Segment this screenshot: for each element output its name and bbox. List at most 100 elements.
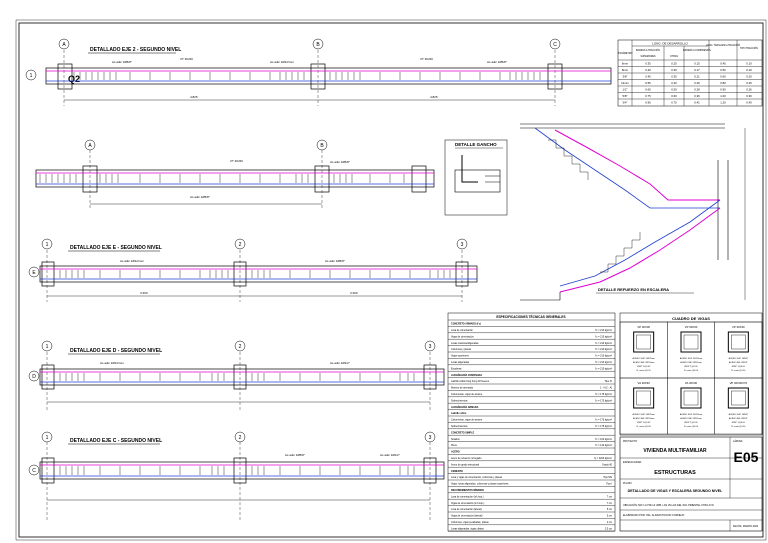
long-table-sub-tipo: TIPO TRACCIÓN (740, 47, 758, 50)
long-table-cell: 0.17 (694, 68, 700, 72)
long-table-sub-traccion: BARRAS A TRACCIÓN (636, 49, 660, 52)
beam-eje3-axis-b: B (320, 143, 324, 149)
specs-row-label: Vigas superiores (451, 355, 470, 358)
long-table-cell: 0.55 (645, 81, 651, 85)
specs-row-label: Losas aligeradas, vigas chatas (451, 527, 484, 530)
long-table-cell: 1/2" (623, 88, 628, 92)
beam-ejeE-dim1: 3.300 (140, 291, 148, 295)
long-table-cell: 0.70 (671, 101, 677, 105)
beam-ejeD-axis-3: 3 (429, 344, 432, 350)
specs-row-label: Losa de cimentación (inf./sup.) (451, 495, 484, 498)
beam-ejeC-axis-3: 3 (429, 435, 432, 441)
long-table-cell: 0.45 (720, 62, 726, 66)
specs-row-value: f'c = 175 kg/cm² (595, 425, 612, 428)
viga-section (727, 331, 749, 353)
specs-row-value: f'c = 210 kg/cm² (595, 355, 612, 358)
viga-note: R. resto @0.15 (637, 369, 652, 372)
long-table-cell: 8mm (622, 68, 629, 72)
long-table-cell: 0.10 (746, 62, 752, 66)
specs-row-value: 5 cm (607, 515, 612, 518)
beam-eje3-span: VT 30x50 (230, 159, 243, 163)
beam-ejeD-axis-2: 2 (239, 344, 242, 350)
long-table-cell: 0.26 (746, 88, 752, 92)
specs-row-label: ACERO (451, 451, 460, 454)
viga-stirrup (683, 334, 699, 350)
long-table-cell: 0.41 (694, 101, 700, 105)
tb-ubicacion: UBICACIÓN: MZ C LOTE 12 URB. LAS VILLAS … (623, 504, 714, 507)
tb-proyecto-label: PROYECTO: (623, 440, 638, 443)
specs-row-label: Vigas, losas aligeradas, columnas y plac… (451, 483, 509, 486)
beam-ejeC-label2: As adic 1Ø1/2" (380, 453, 400, 457)
beam-eje2-label2: As adic 1Ø1/2mm (270, 60, 294, 64)
long-table-cell: 0.25 (671, 62, 677, 66)
long-desarrollo-table: LONG. DE DESARROLLO BARRAS A TRACCIÓN BA… (618, 39, 763, 107)
specs-row-value: fy = 4200 kg/cm² (594, 457, 612, 460)
specs-row-label: Losa de cimentación (lateral) (451, 508, 482, 511)
tb-plano: DETALLADO DE VIGAS Y ESCALERA SEGUNDO NI… (628, 489, 724, 493)
beam-ejeD: DETALLADO EJE D - SEGUNDO NIVEL 1 2 3 D … (28, 340, 445, 410)
viga-note: R. resto @0.20 (684, 425, 699, 428)
specs-row-label: Ladrillo sólido King Kong 18 huecos (451, 380, 490, 383)
beam-eje2-span1: VT 30x50 (180, 57, 193, 61)
beam-ejeC-axis-1: 1 (46, 435, 49, 441)
beam-ejeD-label1: As adic 1Ø1/2mm (100, 361, 124, 365)
beam-ejeE: DETALLADO EJE E - SEGUNDO NIVEL 1 2 3 E … (28, 238, 478, 302)
long-table-cell: 1.00 (720, 94, 726, 98)
specs-row-label: RECUBRIMIENTOS MÍNIMOS (451, 489, 484, 492)
cuadro-title: CUADRO DE VIGAS (672, 316, 710, 321)
specs-row-label: Columnas y placas (451, 348, 472, 351)
beam-ejeE-label2: As adic 1Ø5/8" (325, 259, 345, 263)
viga-note: R. resto @0.20 (731, 425, 746, 428)
long-table-cell: 0.30 (671, 68, 677, 72)
specs-row-label: Pisos (451, 444, 458, 447)
beam-eje2-dim2: 4.825 (430, 95, 438, 99)
axis-label-b: B (316, 42, 320, 48)
specs-row-value: 1 : 4 (C : A) (600, 387, 612, 390)
long-table-cell: 0.50 (671, 88, 677, 92)
specs-row-label: CONCRETO SIMPLE (451, 431, 475, 434)
specs-row-label: Acero de refuerzo corrugado (451, 457, 482, 460)
specs-row-value: 7 cm (607, 495, 612, 498)
viga-stirrup (731, 334, 746, 350)
viga-note: Ø3/8" 1@0.05 (732, 366, 746, 368)
long-table-cell: 0.35 (671, 75, 677, 79)
specs-row-value: f'c = 210 kg/cm² (595, 342, 612, 345)
beam-eje2: DETALLADO EJE 2 - SEGUNDO NIVEL A B C 1 … (25, 38, 612, 106)
viga-section (680, 331, 702, 353)
tb-lamina: E05 (734, 449, 759, 465)
specs-row-label: Sobrecimientos (451, 399, 468, 402)
long-table-cell: 3/4" (623, 101, 628, 105)
beam-eje3: A B VT 30x50 As adic 1Ø5/8" As adic 1Ø5/… (35, 139, 435, 210)
viga-note: ACERO SUP. 2Ø5/8" (729, 413, 749, 416)
specs-row-label: CONCRETO ARMADO (f'c) (451, 323, 481, 326)
viga-name: VP 30X30 (637, 325, 650, 329)
viga-section (727, 387, 749, 409)
tb-especialidad: ESTRUCTURAS (654, 470, 696, 476)
long-table-col-diam: Ø DIÁMETRO (618, 52, 633, 55)
viga-name: VP 30X30X70 (730, 381, 748, 385)
specs-row-value: f'c = 210 kg/cm² (595, 367, 612, 370)
specs-row-label: ALBAÑILERÍA CONFINADA (451, 374, 482, 377)
tb-plano-label: PLANO: (623, 482, 632, 485)
tb-lamina-label: LÁMINA: (733, 440, 743, 443)
specs-row-value: f'c = 140 kg/cm² (595, 444, 612, 447)
long-table-cell: 5/8" (623, 94, 628, 98)
specs-row-value: 5 cm (607, 508, 612, 511)
beam-ejeE-dim2: 3.300 (350, 291, 358, 295)
beam-ejeC-axis-c: C (32, 468, 36, 474)
beam-ejeE-axis-2: 2 (239, 242, 242, 248)
title-block: PROYECTO: VIVIENDA MULTIFAMILIAR ESPECIA… (619, 436, 763, 532)
long-table-cell: 0.20 (746, 75, 752, 79)
long-table-cell: 0.36 (694, 94, 700, 98)
beam-eje3-label1: As adic 1Ø5/8" (190, 195, 210, 199)
beam-eje2-span2: VT 30x50 (420, 57, 433, 61)
long-table-cell: 1.20 (720, 101, 726, 105)
tb-proyecto: VIVIENDA MULTIFAMILIAR (643, 448, 707, 454)
long-table-cell: 0.75 (645, 94, 651, 98)
specs-row-value: f'c = 100 kg/cm² (595, 438, 612, 441)
viga-stirrup (683, 390, 699, 406)
escalera-title: DETALLE REFUERZO EN ESCALERA (598, 287, 669, 292)
